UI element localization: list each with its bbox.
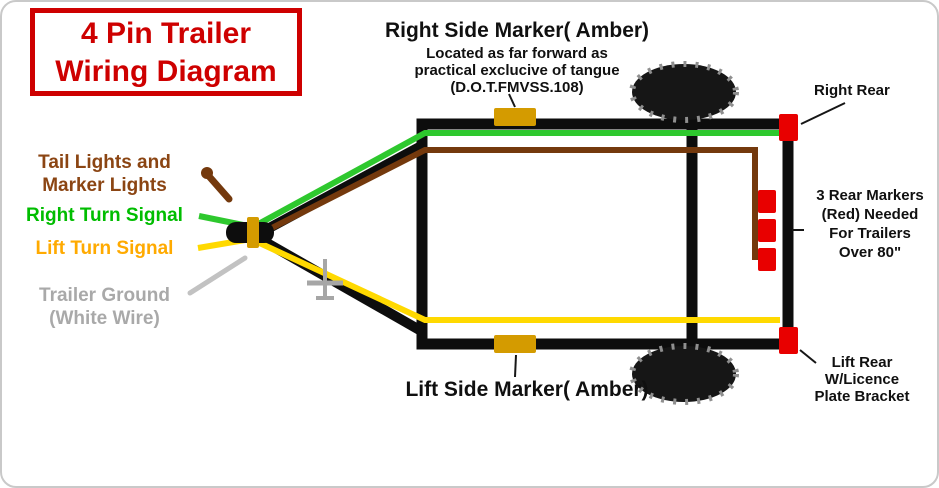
right-side-marker-note-3: (D.O.T.FMVSS.108): [450, 79, 584, 96]
tail-wire-stub: [203, 170, 233, 203]
diagram-title-line2: Wiring Diagram: [55, 55, 277, 88]
right-side-marker-note-2: practical exclucive of tangue: [414, 62, 620, 79]
ground-symbol: [307, 259, 343, 300]
pointer-lines: [508, 93, 846, 378]
lift-rear-annotation: Lift Rear W/Licence Plate Bracket: [799, 354, 925, 405]
rear-marker-lamp-1: [758, 190, 776, 213]
rear-markers-line4: Over 80": [838, 244, 902, 261]
pointer-right-rear: [800, 102, 846, 125]
lift-rear-line2: W/Licence: [824, 371, 900, 388]
rear-markers-line3: For Trailers: [829, 225, 911, 242]
tail-lights-line2: Marker Lights: [42, 175, 167, 196]
tail-marker-wire-brown: [258, 147, 758, 260]
pointer-lift-rear: [799, 349, 817, 364]
rear-marker-lamp-2: [758, 219, 776, 242]
left-side-marker-lamp: [494, 335, 536, 353]
lift-turn-signal-label: Lift Turn Signal: [35, 238, 174, 259]
right-side-marker-annotation: Right Side Marker( Amber) Located as far…: [337, 18, 697, 96]
trailer-ground-line2: (White Wire): [49, 308, 160, 329]
right-tire: [629, 61, 739, 123]
trailer-frame: [416, 118, 794, 350]
four-pin-connector: [247, 217, 259, 248]
tail-lights-label: Tail Lights and Marker Lights: [7, 151, 202, 197]
right-turn-signal-label: Right Turn Signal: [26, 205, 183, 226]
tail-lights-line1: Tail Lights and: [38, 152, 171, 173]
right-side-marker-lamp: [494, 108, 536, 126]
rear-markers-annotation: 3 Rear Markers (Red) Needed For Trailers…: [803, 186, 937, 262]
left-rear-lamp: [779, 327, 798, 354]
lift-rear-line1: Lift Rear: [831, 354, 893, 371]
ground-wire-white: [187, 255, 248, 296]
right-turn-wire-green: [198, 130, 780, 231]
pointer-right-side-marker: [508, 93, 516, 108]
rear-marker-lamp-3: [758, 248, 776, 271]
right-side-marker-title: Right Side Marker( Amber): [384, 19, 650, 42]
lift-side-marker-label: Lift Side Marker( Amber): [405, 378, 649, 401]
pointer-lift-side-marker: [514, 354, 517, 378]
right-side-marker-note-1: Located as far forward as: [426, 45, 608, 62]
lift-rear-line3: Plate Bracket: [814, 388, 910, 405]
lift-turn-wire-yellow: [197, 235, 780, 323]
left-tire: [629, 343, 739, 405]
rear-markers-line1: 3 Rear Markers: [816, 187, 924, 204]
right-rear-label: Right Rear: [814, 82, 890, 99]
rear-markers-line2: (Red) Needed: [821, 206, 919, 223]
trailer-ground-line1: Trailer Ground: [39, 285, 170, 306]
right-rear-lamp: [779, 114, 798, 141]
diagram-title-line1: 4 Pin Trailer: [80, 17, 252, 50]
trailer-ground-label: Trailer Ground (White Wire): [7, 284, 202, 330]
diagram-title-box: 4 Pin Trailer Wiring Diagram: [30, 8, 302, 96]
